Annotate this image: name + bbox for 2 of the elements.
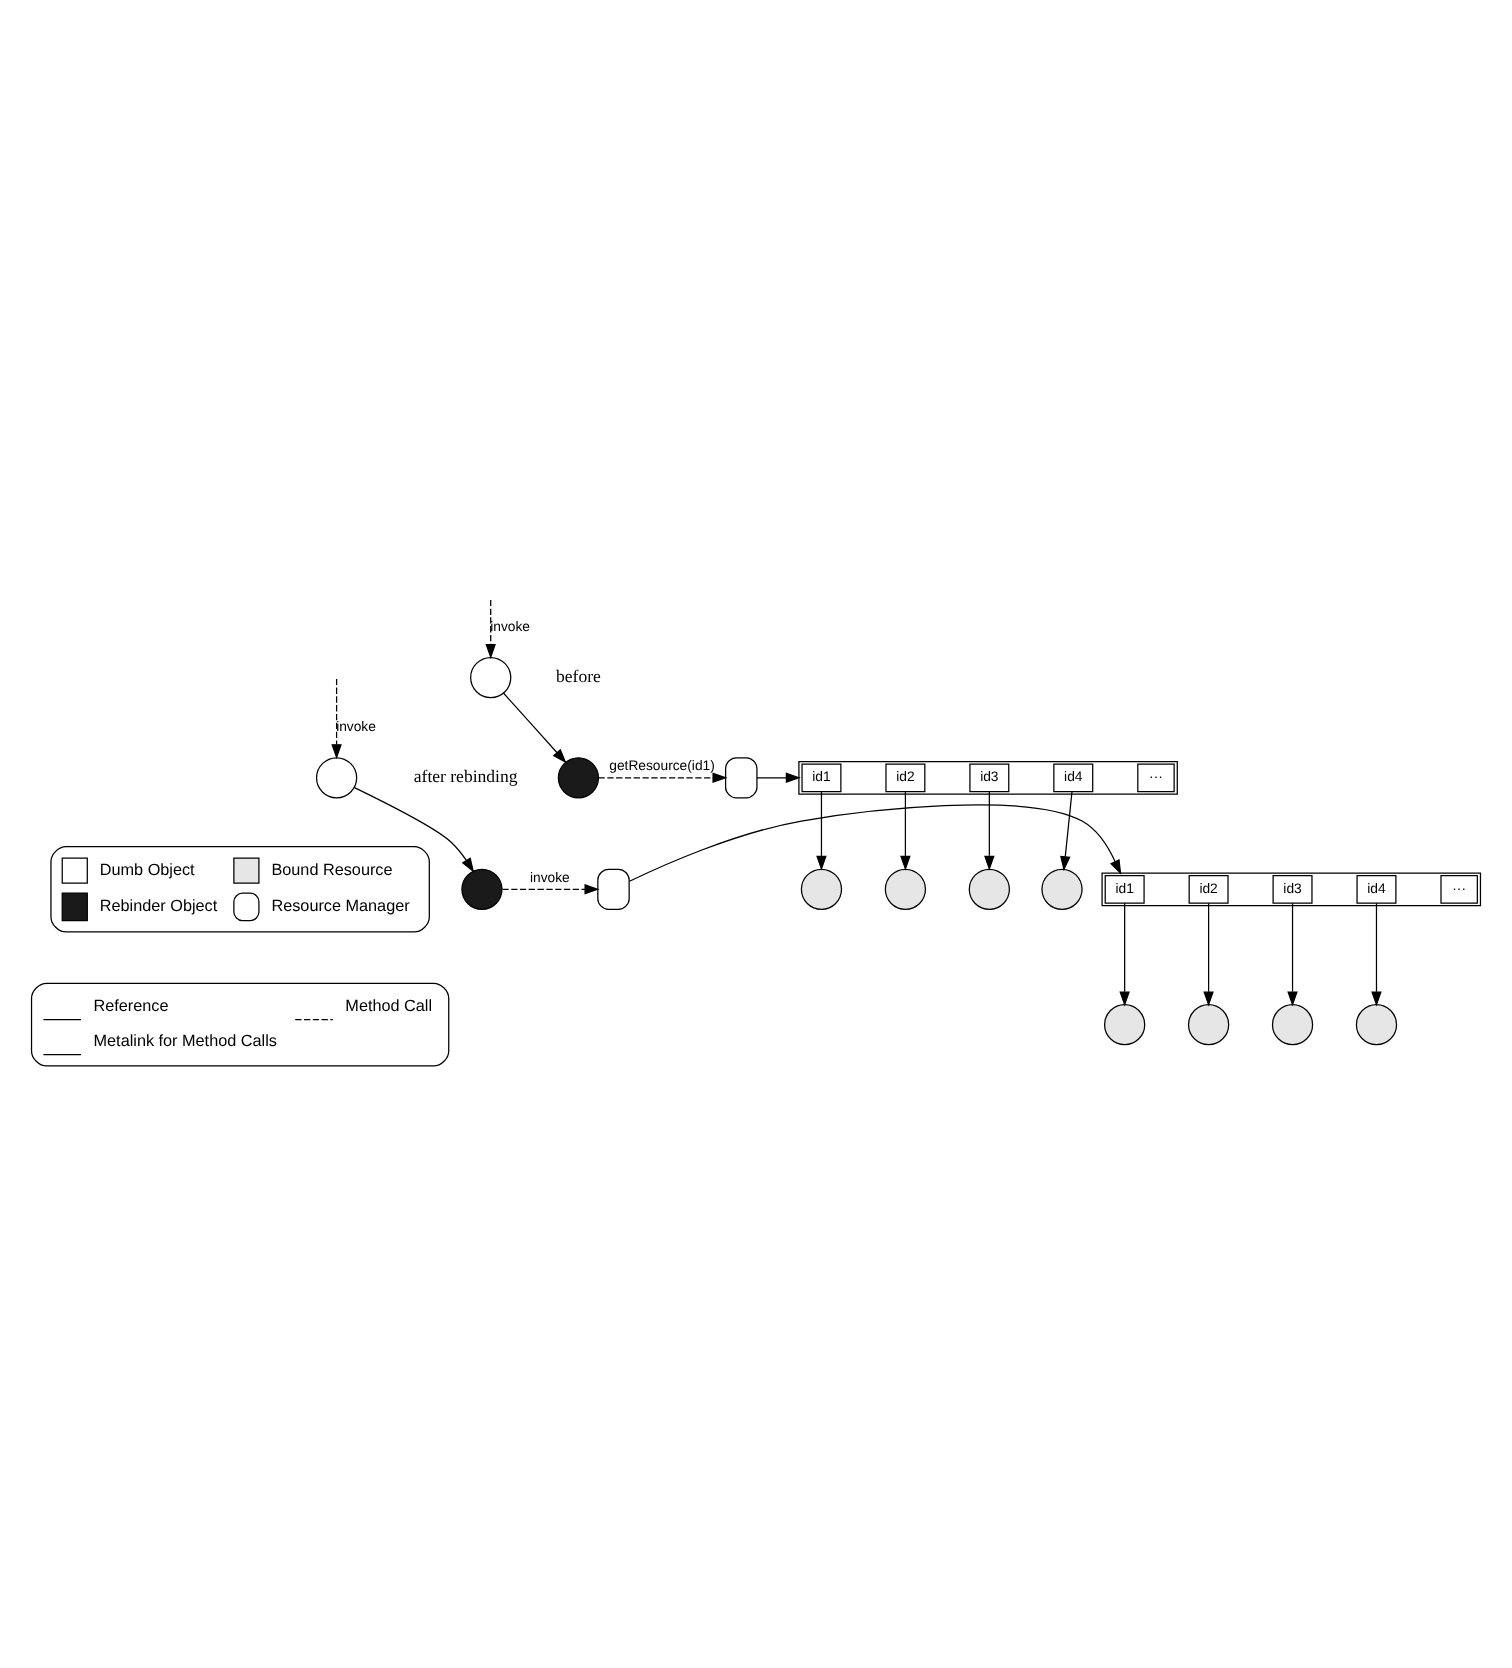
label: before [556, 665, 601, 686]
label: after rebinding [413, 765, 518, 786]
